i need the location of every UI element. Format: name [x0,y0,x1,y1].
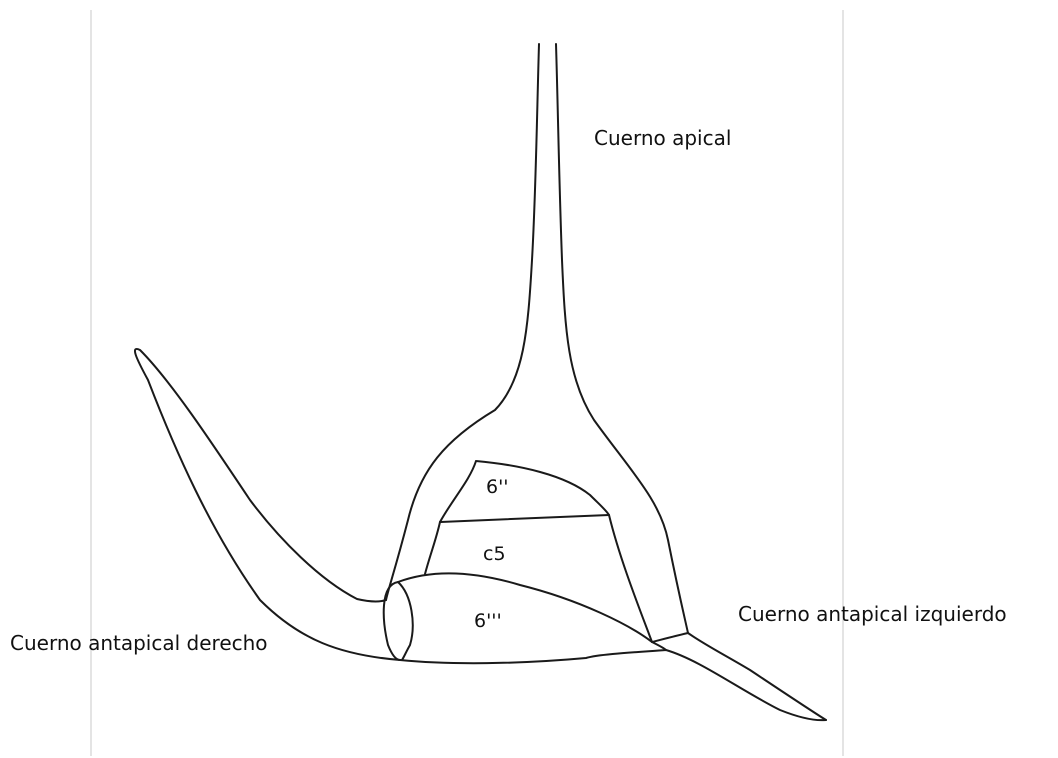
plate-6-upper-outline [440,461,609,522]
cingulum-lower-line [398,573,652,642]
apical-horn-left-outline [386,44,539,600]
right-antapical-horn-outline [135,349,400,660]
plate-bottom-connector [652,633,688,650]
left-antapical-horn-label: Cuerno antapical izquierdo [738,604,1007,624]
antapical-bottom-outline [400,650,826,720]
plate-6-upper-label: 6'' [486,478,509,497]
plate-right-edge [609,515,652,642]
plate-left-edge [425,522,440,574]
apical-horn-label: Cuerno apical [594,128,731,148]
cingulum-upper-line [440,515,609,522]
left-antapical-horn-outline [688,633,826,720]
right-antapical-horn-label: Cuerno antapical derecho [10,633,268,653]
plate-c5-label: c5 [483,545,506,564]
plate-6-lower-label: 6''' [474,612,502,631]
